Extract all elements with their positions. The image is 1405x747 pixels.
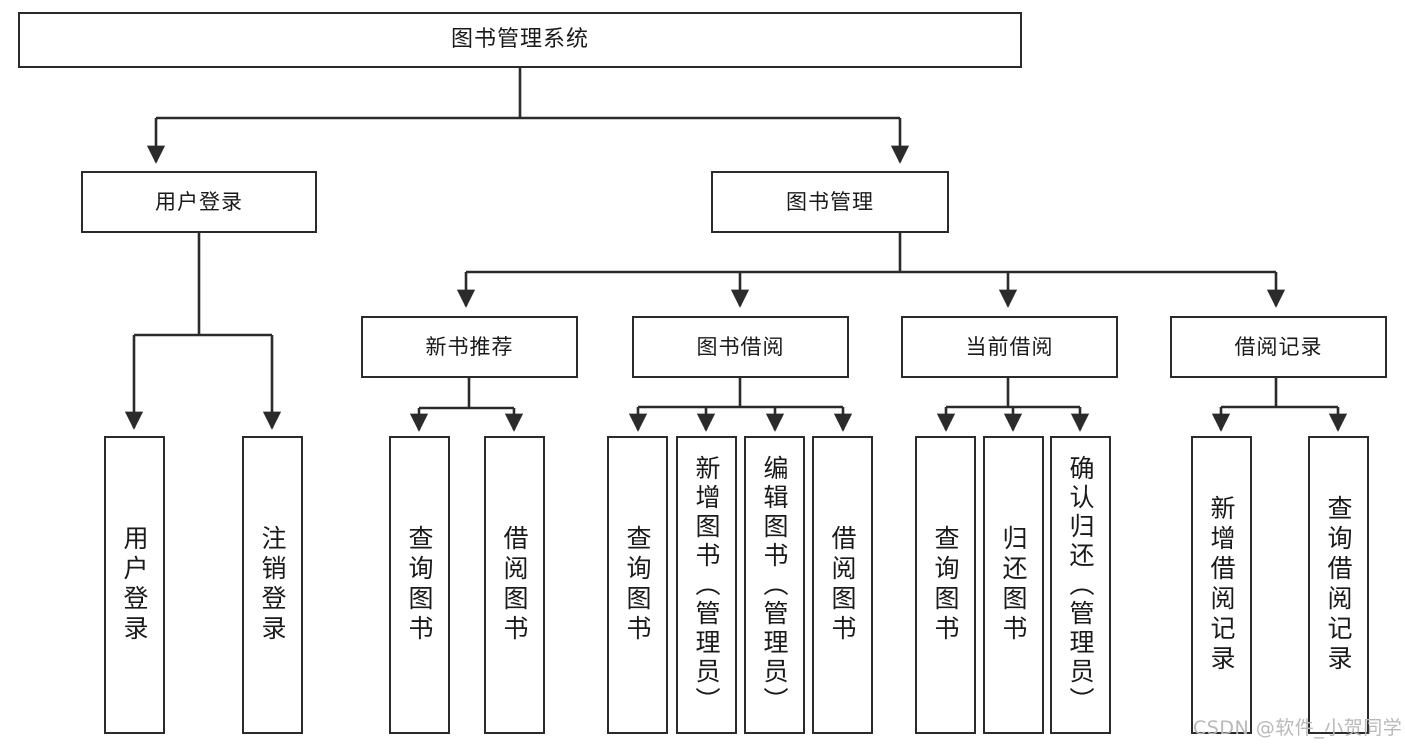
leaf-label: 用户登录 bbox=[120, 525, 149, 645]
leaf-label: 编辑图书（管理员） bbox=[760, 454, 789, 716]
node-book-manage-label: 图书管理 bbox=[786, 189, 874, 214]
leaf-label: 借阅图书 bbox=[828, 525, 857, 645]
leaf-user-login-0[interactable]: 用户登录 bbox=[104, 436, 165, 734]
node-current-borrow[interactable]: 当前借阅 bbox=[901, 316, 1118, 378]
leaf-label: 查询图书 bbox=[623, 525, 652, 645]
node-book-borrow[interactable]: 图书借阅 bbox=[632, 316, 849, 378]
node-book-manage[interactable]: 图书管理 bbox=[711, 171, 949, 233]
leaf-current-borrow-1[interactable]: 归还图书 bbox=[983, 436, 1044, 734]
leaf-label: 查询图书 bbox=[931, 525, 960, 645]
leaf-label: 查询图书 bbox=[405, 525, 434, 645]
leaf-new-book-recommend-1[interactable]: 借阅图书 bbox=[484, 436, 545, 734]
node-borrow-record-label: 借阅记录 bbox=[1234, 334, 1323, 359]
leaf-book-borrow-0[interactable]: 查询图书 bbox=[607, 436, 668, 734]
node-book-borrow-label: 图书借阅 bbox=[696, 334, 785, 359]
leaf-label: 归还图书 bbox=[999, 525, 1028, 645]
leaf-label: 新增图书（管理员） bbox=[692, 454, 721, 716]
leaf-current-borrow-2[interactable]: 确认归还（管理员） bbox=[1050, 436, 1111, 734]
node-root[interactable]: 图书管理系统 bbox=[18, 12, 1022, 68]
leaf-book-borrow-2[interactable]: 编辑图书（管理员） bbox=[744, 436, 805, 734]
leaf-label: 新增借阅记录 bbox=[1207, 495, 1236, 675]
leaf-borrow-record-0[interactable]: 新增借阅记录 bbox=[1191, 436, 1252, 734]
leaf-label: 确认归还（管理员） bbox=[1066, 454, 1095, 716]
node-user-login[interactable]: 用户登录 bbox=[81, 171, 317, 233]
leaf-new-book-recommend-0[interactable]: 查询图书 bbox=[389, 436, 450, 734]
node-new-book-recommend-label: 新书推荐 bbox=[425, 334, 514, 359]
node-new-book-recommend[interactable]: 新书推荐 bbox=[361, 316, 578, 378]
leaf-label: 查询借阅记录 bbox=[1324, 495, 1353, 675]
node-borrow-record[interactable]: 借阅记录 bbox=[1170, 316, 1387, 378]
leaf-current-borrow-0[interactable]: 查询图书 bbox=[915, 436, 976, 734]
leaf-user-login-1[interactable]: 注销登录 bbox=[242, 436, 303, 734]
node-root-label: 图书管理系统 bbox=[450, 27, 589, 53]
leaf-label: 借阅图书 bbox=[500, 525, 529, 645]
leaf-book-borrow-3[interactable]: 借阅图书 bbox=[812, 436, 873, 734]
leaf-book-borrow-1[interactable]: 新增图书（管理员） bbox=[676, 436, 737, 734]
leaf-label: 注销登录 bbox=[258, 525, 287, 645]
csdn-watermark: CSDN @软件_小贺同学 bbox=[1193, 717, 1403, 739]
leaf-borrow-record-1[interactable]: 查询借阅记录 bbox=[1308, 436, 1369, 734]
node-current-borrow-label: 当前借阅 bbox=[965, 334, 1054, 359]
node-user-login-label: 用户登录 bbox=[155, 189, 243, 214]
